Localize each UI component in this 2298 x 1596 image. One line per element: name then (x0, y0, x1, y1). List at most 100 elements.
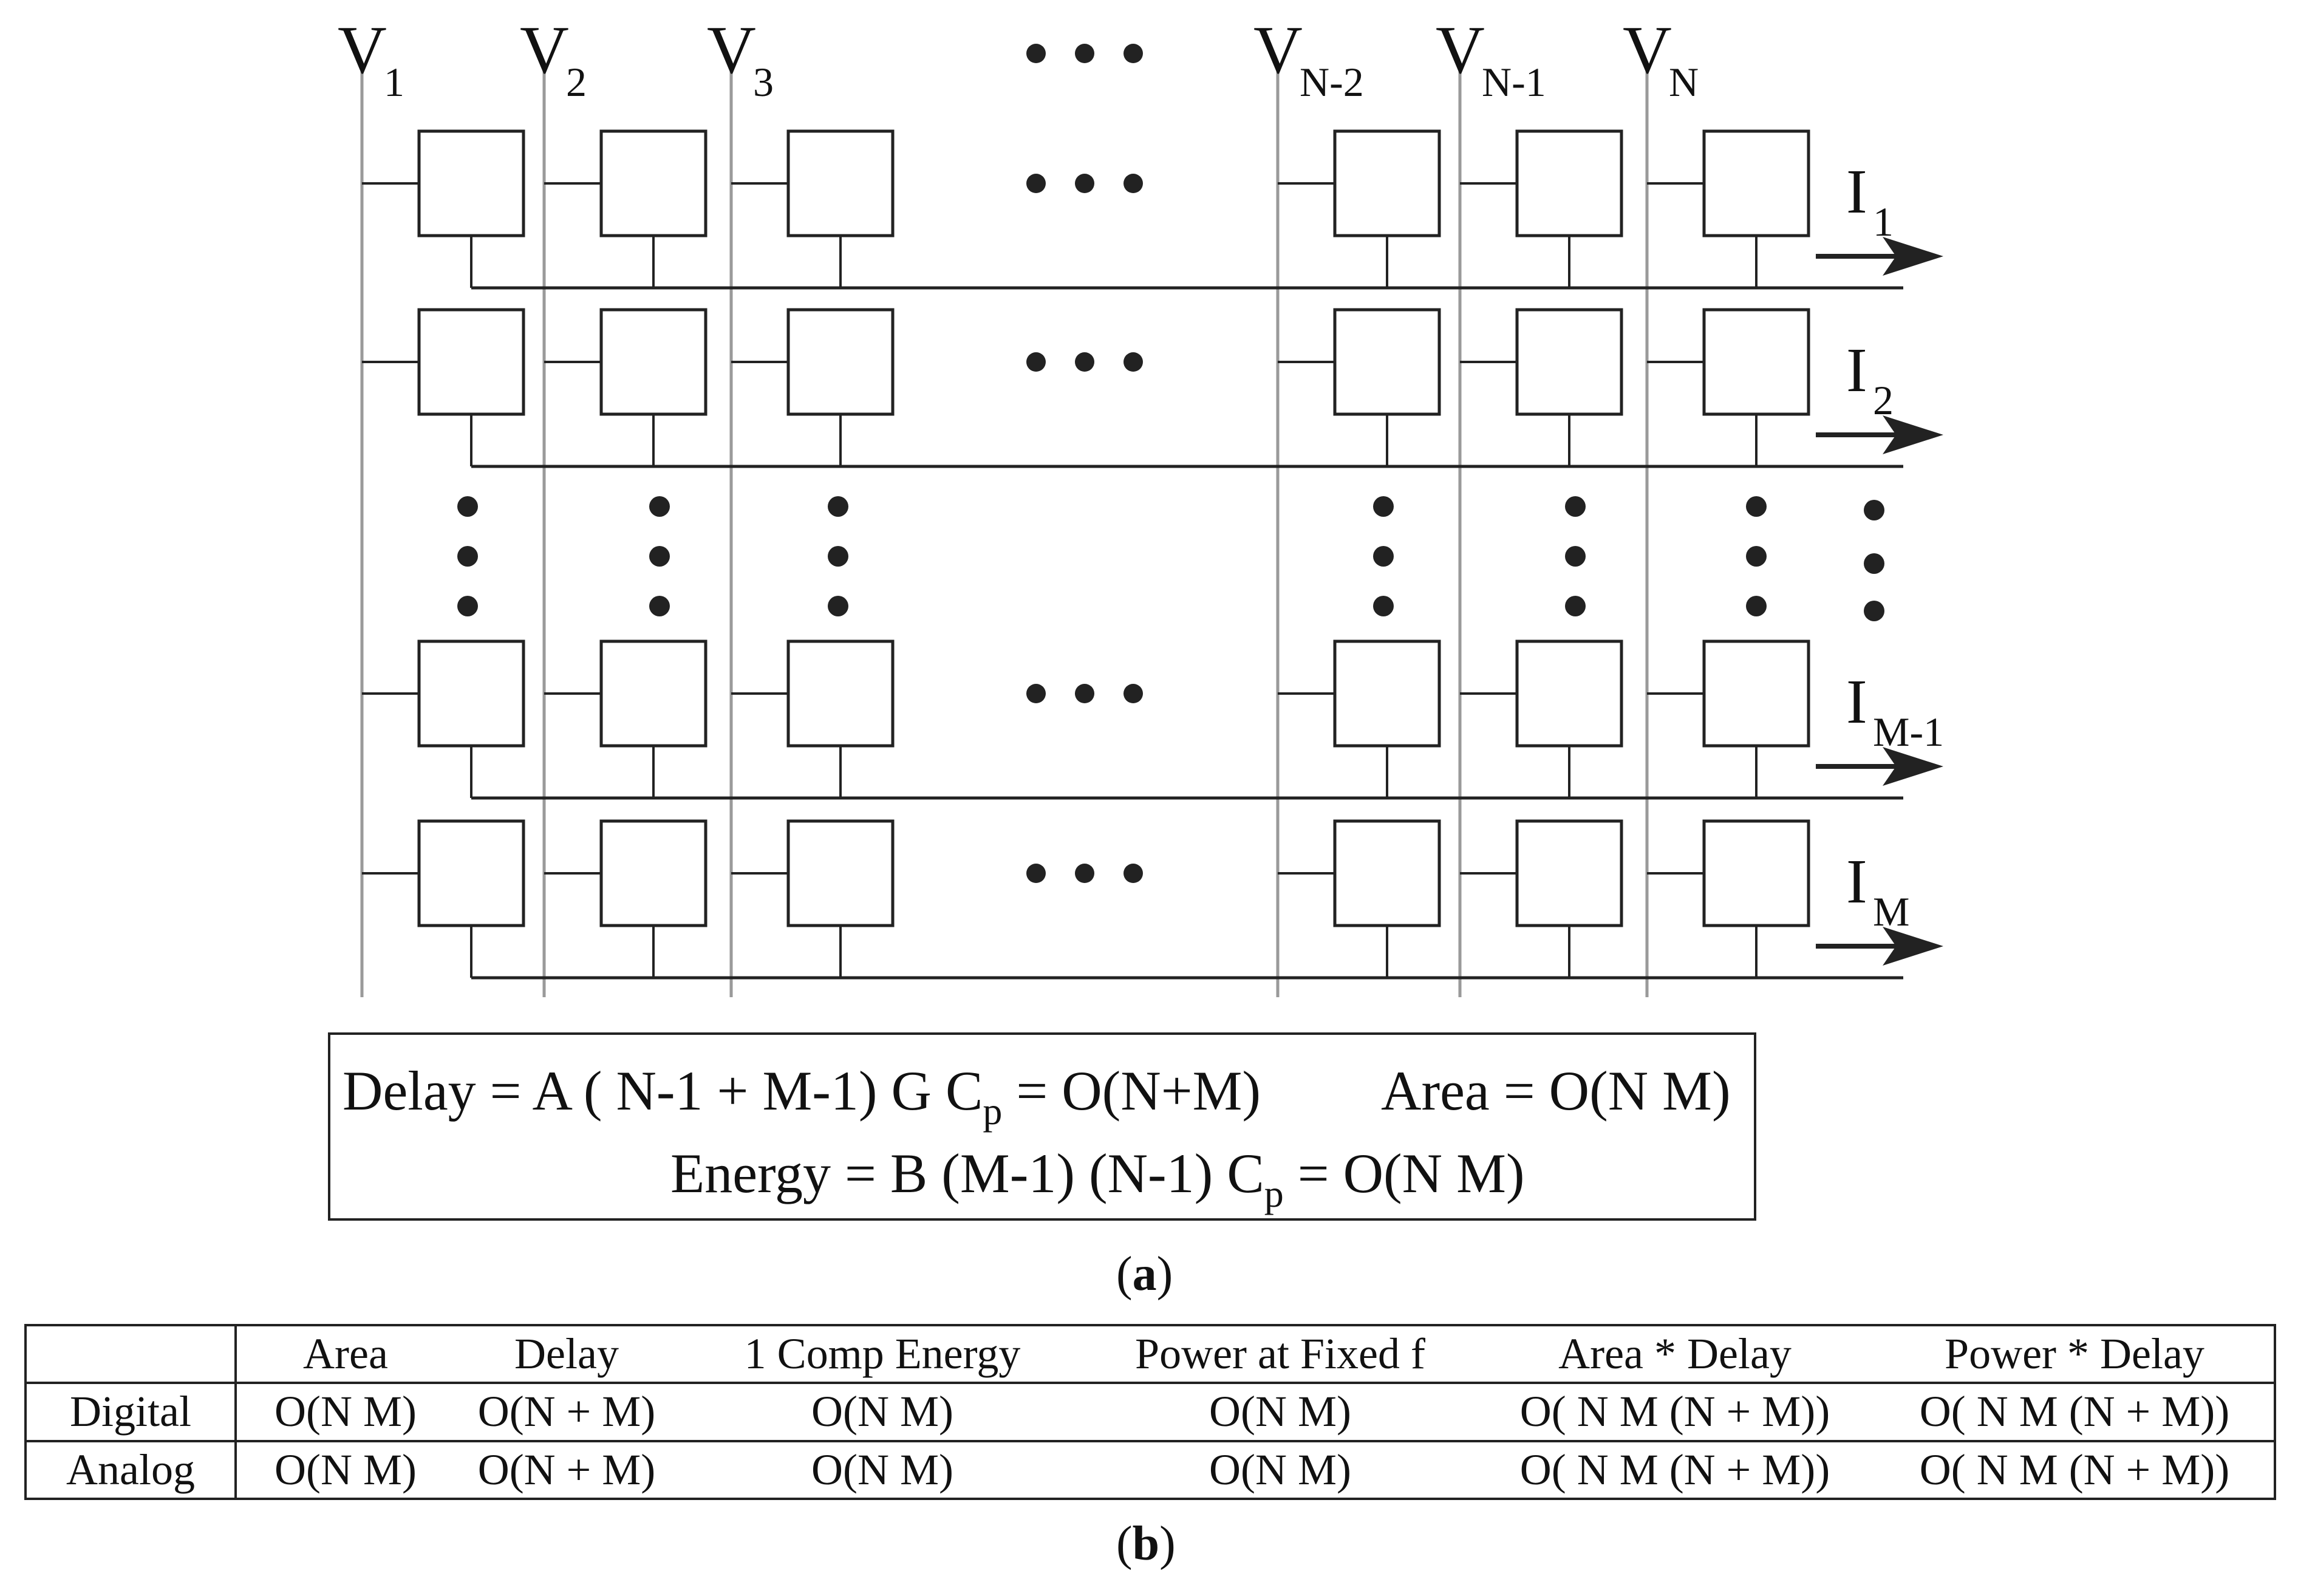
energy-formula-subscript: p (1264, 1172, 1284, 1215)
table-header-cell (26, 1325, 237, 1385)
current-lines (471, 237, 1943, 980)
memory-cell (417, 129, 525, 237)
memory-cell (599, 129, 707, 237)
ellipsis-dot (1026, 684, 1046, 703)
current-label-subscript: 1 (1873, 199, 1894, 245)
ellipsis-dot (1123, 684, 1143, 703)
memory-cell (417, 819, 525, 927)
table-cell: O(N + M) (477, 1445, 656, 1494)
voltage-label: V (1623, 13, 1672, 88)
ellipsis-dot (1746, 496, 1767, 517)
ellipsis-dot (1746, 546, 1767, 567)
voltage-label-subscript: N-2 (1300, 59, 1364, 105)
memory-cell (599, 639, 707, 748)
ellipsis-dot (1123, 352, 1143, 372)
energy-formula-result: = O(N M) (1283, 1142, 1525, 1204)
table-cell: O( N M (N + M)) (1919, 1445, 2230, 1494)
memory-cell (786, 129, 895, 237)
table-row: Analog O(N M) O(N + M) O(N M) O(N M) O( … (26, 1441, 2275, 1499)
ellipsis-dot (828, 596, 848, 616)
memory-cell (599, 308, 707, 416)
voltage-label: V (1436, 13, 1485, 88)
table-cell: O(N M) (1209, 1445, 1351, 1494)
current-label-subscript: 2 (1873, 377, 1894, 423)
current-arrow-head (1883, 237, 1943, 276)
caption-a-close: ) (1156, 1247, 1173, 1301)
memory-cell (1702, 308, 1810, 416)
table-cell: O(N + M) (454, 1383, 679, 1442)
area-formula: Area = O(N M) (1381, 1063, 1731, 1119)
memory-cell (1515, 308, 1623, 416)
voltage-lines (360, 67, 1649, 997)
ellipsis-dot (649, 546, 670, 567)
voltage-label-subscript: N (1669, 59, 1699, 105)
ellipsis-dot (1864, 601, 1884, 621)
memory-cell (1515, 819, 1623, 927)
memory-cell (786, 819, 895, 927)
complexity-table: Area Delay 1 Comp Energy Power at Fixed … (24, 1324, 2276, 1500)
table-row-label: Digital (26, 1383, 237, 1442)
ellipsis-dot (1026, 352, 1046, 372)
ellipsis-dot (649, 596, 670, 616)
memory-cell (417, 639, 525, 748)
table-header-cell: Area (236, 1325, 454, 1385)
current-arrow-head (1883, 927, 1943, 966)
ellipsis-dot (457, 496, 478, 517)
current-arrow-head (1883, 747, 1943, 786)
table-cell: O( N M (N + M)) (1519, 1445, 1830, 1494)
current-label-subscript: M (1873, 888, 1909, 935)
voltage-label-subscript: 2 (566, 59, 587, 105)
table-cell: O(N M) (274, 1445, 417, 1494)
ellipsis-dot (1746, 596, 1767, 616)
ellipsis-dot (1075, 864, 1094, 883)
ellipsis-dot (1123, 174, 1143, 193)
energy-formula-text: Energy = B (M-1) (N-1) C (670, 1142, 1264, 1204)
ellipsis-dot (1026, 864, 1046, 883)
memory-cell (1515, 639, 1623, 748)
ellipsis-dot (1075, 44, 1094, 63)
memory-cell (417, 308, 525, 416)
memory-cell (1702, 819, 1810, 927)
memory-cell (1333, 308, 1441, 416)
ellipsis-dot (457, 596, 478, 616)
ellipsis-dot (1565, 596, 1586, 616)
caption-b: (b) (1116, 1519, 1176, 1568)
table-cell: O(N M) (236, 1383, 454, 1442)
table-cell: O(N M) (1086, 1383, 1475, 1442)
ellipsis-dot (828, 546, 848, 567)
ellipsis-dots (457, 44, 1884, 883)
ellipsis-dot (1373, 596, 1394, 616)
voltage-label-subscript: 3 (753, 59, 774, 105)
energy-formula: Energy = B (M-1) (N-1) Cp = O(N M) (670, 1145, 1525, 1213)
ellipsis-dot (1565, 496, 1586, 517)
area-formula-text: Area = O(N M) (1381, 1060, 1731, 1122)
delay-formula-result: = O(N+M) (1002, 1060, 1261, 1122)
voltage-label: V (520, 13, 569, 88)
table-header-cell: 1 Comp Energy (679, 1325, 1086, 1385)
ellipsis-dot (828, 496, 848, 517)
ellipsis-dot (1026, 174, 1046, 193)
current-label-subscript: M-1 (1873, 709, 1944, 755)
ellipsis-dot (1026, 44, 1046, 63)
memory-cell (1333, 639, 1441, 748)
ellipsis-dot (1123, 864, 1143, 883)
ellipsis-dot (1123, 44, 1143, 63)
delay-formula: Delay = A ( N-1 + M-1) G Cp = O(N+M) (343, 1063, 1261, 1131)
ellipsis-dot (1075, 174, 1094, 193)
ellipsis-dot (1075, 684, 1094, 703)
table-header-cell: Delay (454, 1325, 679, 1385)
caption-a-letter: a (1132, 1247, 1157, 1301)
table-header-row: Area Delay 1 Comp Energy Power at Fixed … (26, 1325, 2275, 1385)
delay-formula-subscript: p (983, 1090, 1003, 1133)
ellipsis-dot (1373, 496, 1394, 517)
current-label: I (1846, 847, 1867, 916)
current-arrow-head (1883, 415, 1943, 454)
caption-b-close: ) (1159, 1517, 1176, 1570)
memory-cell (599, 819, 707, 927)
voltage-label-subscript: 1 (384, 59, 404, 105)
table-cell: O(N M) (811, 1445, 953, 1494)
table-cell: O( N M (N + M)) (1875, 1383, 2275, 1442)
caption-a-open: ( (1116, 1247, 1133, 1301)
